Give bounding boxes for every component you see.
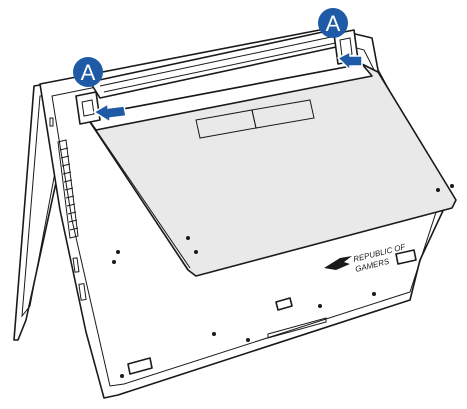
rubber-feet <box>127 249 417 375</box>
arrow-right-icon <box>336 50 363 72</box>
screw <box>212 332 216 336</box>
screw <box>120 374 124 378</box>
callout-label: A <box>81 60 96 85</box>
screw <box>116 250 120 254</box>
screw <box>186 236 190 240</box>
bottom-slot <box>267 317 327 339</box>
panel-screws <box>112 184 454 378</box>
screw <box>194 250 198 254</box>
bottom-cover-panel <box>85 63 457 277</box>
screw <box>450 184 454 188</box>
vent-grille <box>57 139 79 239</box>
callout-a-right: A <box>318 8 348 38</box>
screw <box>112 260 116 264</box>
callout-a-left: A <box>73 57 103 87</box>
callout-label: A <box>326 11 341 36</box>
arrow-left-icon <box>92 102 127 124</box>
screw <box>318 304 322 308</box>
screw <box>436 188 440 192</box>
rog-eye-icon <box>324 256 352 270</box>
screw <box>246 338 250 342</box>
left-latch <box>75 91 101 125</box>
side-ports <box>49 117 87 301</box>
screw <box>372 292 376 296</box>
callout-circle <box>318 8 348 38</box>
callout-circle <box>73 57 103 87</box>
